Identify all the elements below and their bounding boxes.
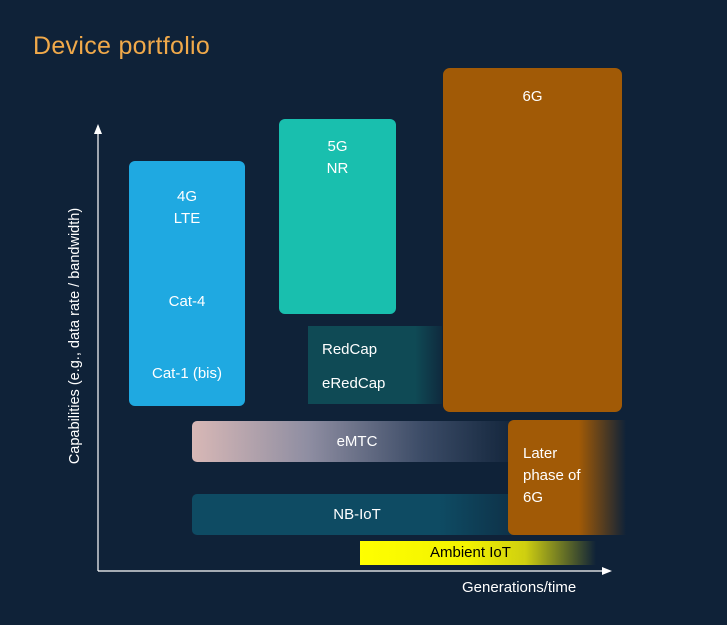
y-axis-arrow	[94, 124, 102, 134]
ambient-iot-bar: Ambient IoT	[360, 541, 596, 565]
x-axis-arrow	[602, 567, 612, 575]
lte-generation-label: 4G	[176, 188, 197, 205]
lte-cat1-label: Cat-1 (bis)	[151, 365, 222, 382]
6g-box: 6G	[443, 68, 622, 412]
nr-box: 5G NR	[279, 119, 396, 314]
lte-box: 4G LTE Cat-4 Cat-1 (bis)	[129, 161, 245, 406]
lte-name-label: LTE	[173, 210, 201, 227]
later-phase-line3: 6G	[523, 489, 544, 506]
later-phase-line2: phase of	[523, 467, 581, 484]
x-axis-label: Generations/time	[462, 579, 577, 596]
page-title: Device portfolio	[33, 32, 211, 60]
nr-generation-label: 5G	[327, 138, 348, 155]
y-axis-label: Capabilities (e.g., data rate / bandwidt…	[67, 207, 83, 465]
ambient-iot-label: Ambient IoT	[430, 544, 511, 561]
emtc-bar: eMTC	[192, 421, 522, 462]
nbiot-label: NB-IoT	[333, 506, 381, 523]
redcap-box: RedCap eRedCap	[308, 326, 442, 404]
lte-cat4-label: Cat-4	[168, 293, 206, 310]
nbiot-bar: NB-IoT	[192, 494, 522, 535]
later-phase-6g-box: Later phase of 6G	[508, 420, 626, 535]
emtc-label: eMTC	[336, 433, 378, 450]
redcap-label: RedCap	[322, 341, 378, 358]
later-phase-line1: Later	[523, 445, 558, 462]
6g-label: 6G	[522, 88, 543, 105]
nr-name-label: NR	[326, 160, 349, 177]
eredcap-label: eRedCap	[322, 375, 386, 392]
